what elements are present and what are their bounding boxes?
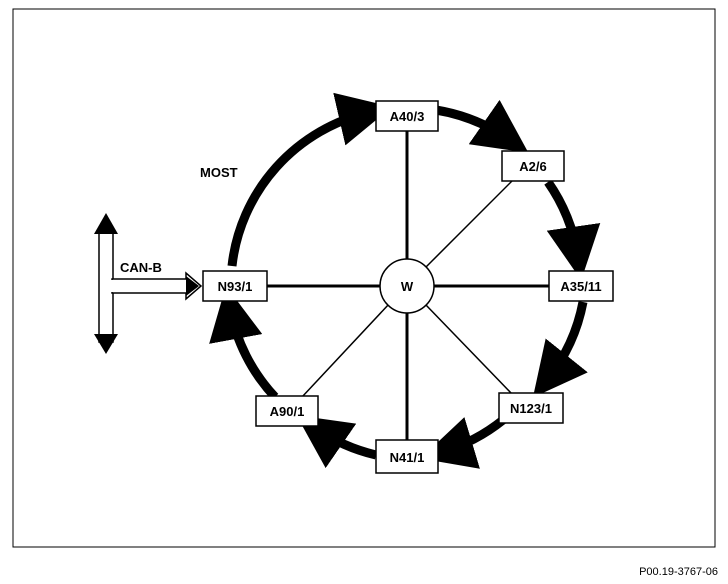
can-b-label: CAN-B (120, 260, 162, 275)
node-box (498, 392, 564, 424)
node-n93-1: N93/1 (202, 270, 268, 302)
node-a35-11: A35/11 (548, 270, 614, 302)
ring-arc-n41-a90 (296, 415, 378, 469)
node-box (548, 270, 614, 302)
node-label: A35/11 (560, 279, 601, 294)
spokes (266, 130, 550, 440)
can-b-connector-arrowhead (186, 276, 199, 296)
node-label: N123/1 (510, 401, 552, 416)
can-b-down-arrow-icon (94, 334, 118, 354)
node-label: A40/3 (390, 109, 425, 124)
can-b-joint-mask (110, 280, 114, 292)
node-label: N93/1 (218, 279, 253, 294)
most-bus-label: MOST (200, 165, 238, 180)
node-label: A2/6 (519, 159, 546, 174)
spoke-a2-6 (424, 177, 516, 269)
figure-reference: P00.19-3767-06 (639, 566, 718, 578)
node-n41-1: N41/1 (375, 439, 439, 474)
ring-arc-n93-a40 (227, 92, 392, 267)
ring-arc-a2-a35 (544, 179, 601, 281)
can-b-up-arrow-icon (94, 213, 118, 234)
node-box (202, 270, 268, 302)
can-b-bus (94, 213, 203, 354)
node-box (375, 439, 439, 474)
node-box (255, 395, 319, 427)
ring-arc-a40-a2 (435, 99, 529, 153)
center-node-circle (379, 258, 435, 314)
spoke-a90-1 (301, 303, 390, 398)
node-label: A90/1 (270, 404, 305, 419)
node-a2-6: A2/6 (501, 150, 565, 182)
ring-arc-a90-n93 (209, 285, 279, 401)
node-label: N41/1 (390, 450, 425, 465)
ring-arc-n123-n41 (420, 416, 506, 469)
center-node-label: W (401, 279, 414, 294)
ring-arc-a35-n123 (532, 301, 588, 398)
node-a40-3: A40/3 (375, 100, 439, 132)
diagram-frame (12, 8, 716, 548)
node-n123-1: N123/1 (498, 392, 564, 424)
spoke-n123-1 (424, 303, 513, 395)
node-box (375, 100, 439, 132)
node-a90-1: A90/1 (255, 395, 319, 427)
node-box (501, 150, 565, 182)
